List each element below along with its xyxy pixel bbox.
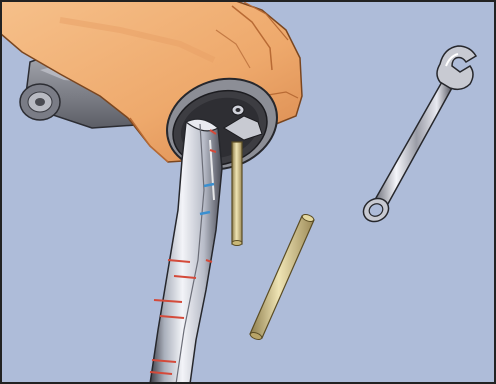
inserted-pin bbox=[232, 142, 242, 246]
